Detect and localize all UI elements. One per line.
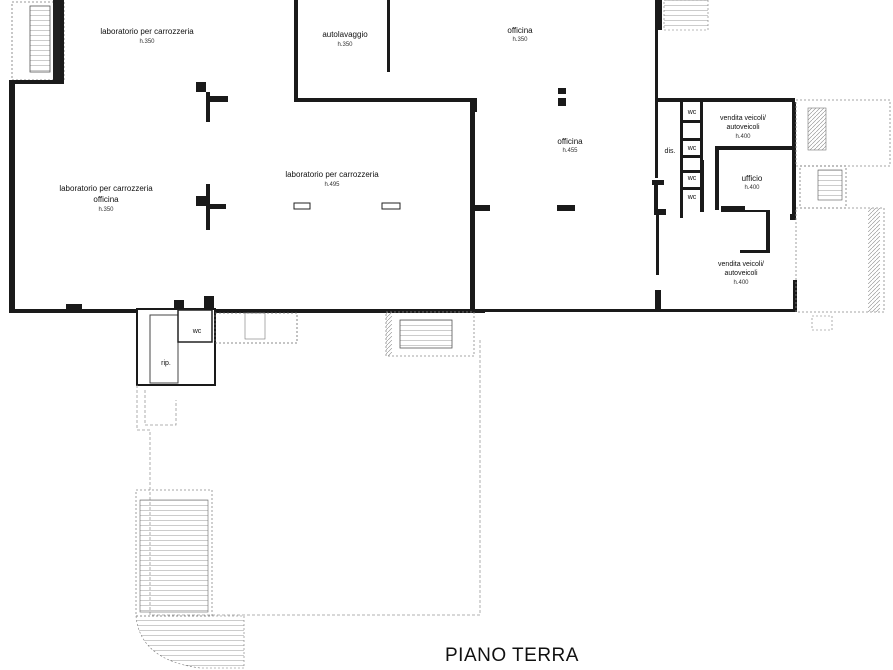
plan-title: PIANO TERRA (445, 645, 579, 666)
right-annex (663, 0, 891, 331)
room-height-autolavaggio: h.350 (337, 42, 353, 48)
staircase-center (385, 311, 475, 357)
room-label-wc-small: wc (687, 194, 697, 201)
right-wing (652, 98, 797, 312)
room-height-lab-center: h.495 (324, 182, 340, 188)
exterior-walls (9, 0, 662, 313)
room-label-ufficio: ufficio (741, 174, 763, 183)
room-label-vendita-bottom-2: autoveicoli (724, 270, 758, 277)
room-height-lab-left: h.350 (98, 207, 114, 213)
room-label-dis: dis. (664, 148, 676, 155)
room-label-vendita-top-1: vendita veicoli/ (720, 115, 766, 122)
room-height-officina-mid: h.455 (562, 148, 578, 154)
room-label-officina-mid: officina (557, 137, 583, 146)
room-label-wc-main: wc (192, 328, 202, 335)
room-label-officina-top: officina (507, 26, 533, 35)
room-height-vendita-top: h.400 (735, 134, 751, 140)
room-label-vendita-bottom-1: vendita veicoli/ (718, 261, 764, 268)
room-label-wc-small: wc (687, 109, 697, 116)
room-label-wc-small: wc (687, 175, 697, 182)
room-label-vendita-top-2: autoveicoli (726, 124, 760, 131)
room-label-autolavaggio: autolavaggio (322, 30, 368, 39)
service-block (136, 296, 298, 386)
staircase-top-left (11, 0, 65, 81)
room-label-lab-top: laboratorio per carrozzeria (100, 27, 194, 36)
external-stair (135, 489, 245, 669)
room-label-lab-left-sub: officina (93, 195, 119, 204)
room-height-ufficio: h.400 (744, 185, 760, 191)
room-label-wc-small: wc (687, 145, 697, 152)
room-height-lab-top: h.350 (139, 39, 155, 45)
room-label-lab-center: laboratorio per carrozzeria (285, 170, 379, 179)
room-height-officina-top: h.350 (512, 37, 528, 43)
room-label-lab-left: laboratorio per carrozzeria (59, 184, 153, 193)
interior-walls (66, 0, 575, 310)
room-label-rip: rip. (161, 360, 171, 367)
room-height-vendita-bottom: h.400 (733, 280, 749, 286)
